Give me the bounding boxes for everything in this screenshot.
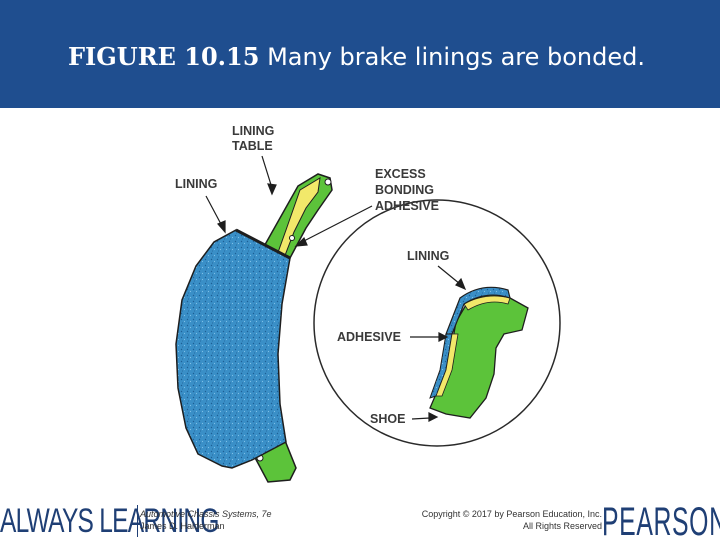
- copyright-notice: Copyright © 2017 by Pearson Education, I…: [362, 508, 602, 532]
- footer: [0, 500, 720, 540]
- label-excess-2: BONDING: [375, 183, 434, 197]
- rights-line: All Rights Reserved: [522, 521, 602, 531]
- always-learning-logo: ALWAYS LEARNING: [0, 502, 219, 540]
- copyright-line: Copyright © 2017 by Pearson Education, I…: [421, 509, 602, 519]
- figure-number: FIGURE 10.15: [68, 42, 260, 71]
- label-lining-table-2: TABLE: [232, 139, 273, 153]
- brake-shoe-figure: LINING TABLE LINING EXCESS BONDING ADHES…: [0, 108, 720, 500]
- shoe-table-edge: [275, 177, 321, 259]
- label-adhesive: ADHESIVE: [337, 330, 401, 344]
- detail-shoe: [429, 286, 529, 419]
- footer-divider: [137, 505, 138, 537]
- label-excess-1: EXCESS: [375, 167, 426, 181]
- lining-top-edge: [235, 228, 291, 260]
- detail-adhesive: [463, 295, 511, 311]
- pearson-logo: PEARSON: [602, 502, 720, 540]
- label-detail-lining: LINING: [407, 249, 449, 263]
- label-lining: LINING: [175, 177, 217, 191]
- shoe-hole-top: [324, 178, 332, 186]
- figure-caption: Many brake linings are bonded.: [267, 43, 646, 71]
- leader-arrows: [205, 155, 467, 422]
- title-bar: FIGURE 10.15 Many brake linings are bond…: [0, 0, 720, 108]
- detail-adhesive-lower: [435, 333, 459, 397]
- book-author: James D. Halderman: [140, 521, 225, 531]
- shoe-hole: [289, 235, 295, 241]
- detail-lining: [445, 286, 511, 335]
- book-title: Automotive Chassis Systems, 7e: [140, 509, 272, 519]
- brake-shoe-illustration: LINING TABLE LINING EXCESS BONDING ADHES…: [175, 124, 561, 483]
- label-lining-table-1: LINING: [232, 124, 274, 138]
- lining-block: [175, 229, 291, 469]
- pearson-wordmark: PEARSON: [602, 502, 720, 540]
- book-credit: Automotive Chassis Systems, 7e James D. …: [140, 508, 272, 532]
- detail-circle: [313, 199, 561, 447]
- slide-title: FIGURE 10.15 Many brake linings are bond…: [68, 42, 645, 71]
- label-shoe: SHOE: [370, 412, 405, 426]
- label-excess-3: ADHESIVE: [375, 199, 439, 213]
